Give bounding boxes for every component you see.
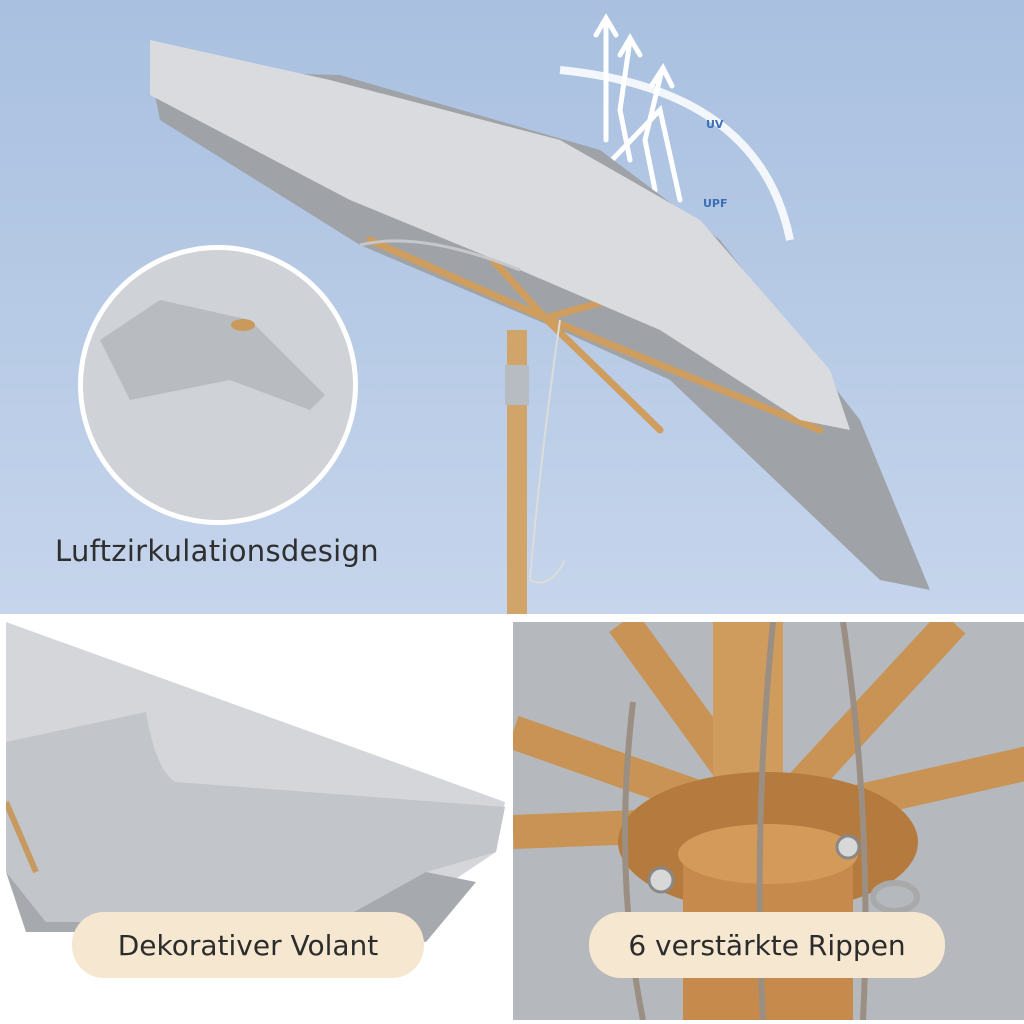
uv-reflect-arrows-icon [593,13,683,203]
rib-hub-detail-panel: 6 verstärkte Rippen [513,622,1024,1020]
hook-icon [647,866,675,894]
caption-pill: 6 verstärkte Rippen [589,912,945,978]
canopy-underside [150,70,930,590]
uv-shield-arc [559,66,794,241]
pull-cord [528,319,566,584]
hero-image-panel: UV UPF Luftzirkulationsdesign [0,0,1024,614]
canopy-top [150,40,850,430]
upf-badge: UPF [703,197,728,210]
caption-pill: Dekorativer Volant [72,912,424,978]
umbrella-illustration [83,13,930,614]
uv-badge: UV [706,118,724,131]
valance-detail-panel: Dekorativer Volant [6,622,505,1020]
inset-caption: Luftzirkulationsdesign [55,534,379,568]
valance-flap [6,712,505,922]
pole-coupler [505,365,529,405]
